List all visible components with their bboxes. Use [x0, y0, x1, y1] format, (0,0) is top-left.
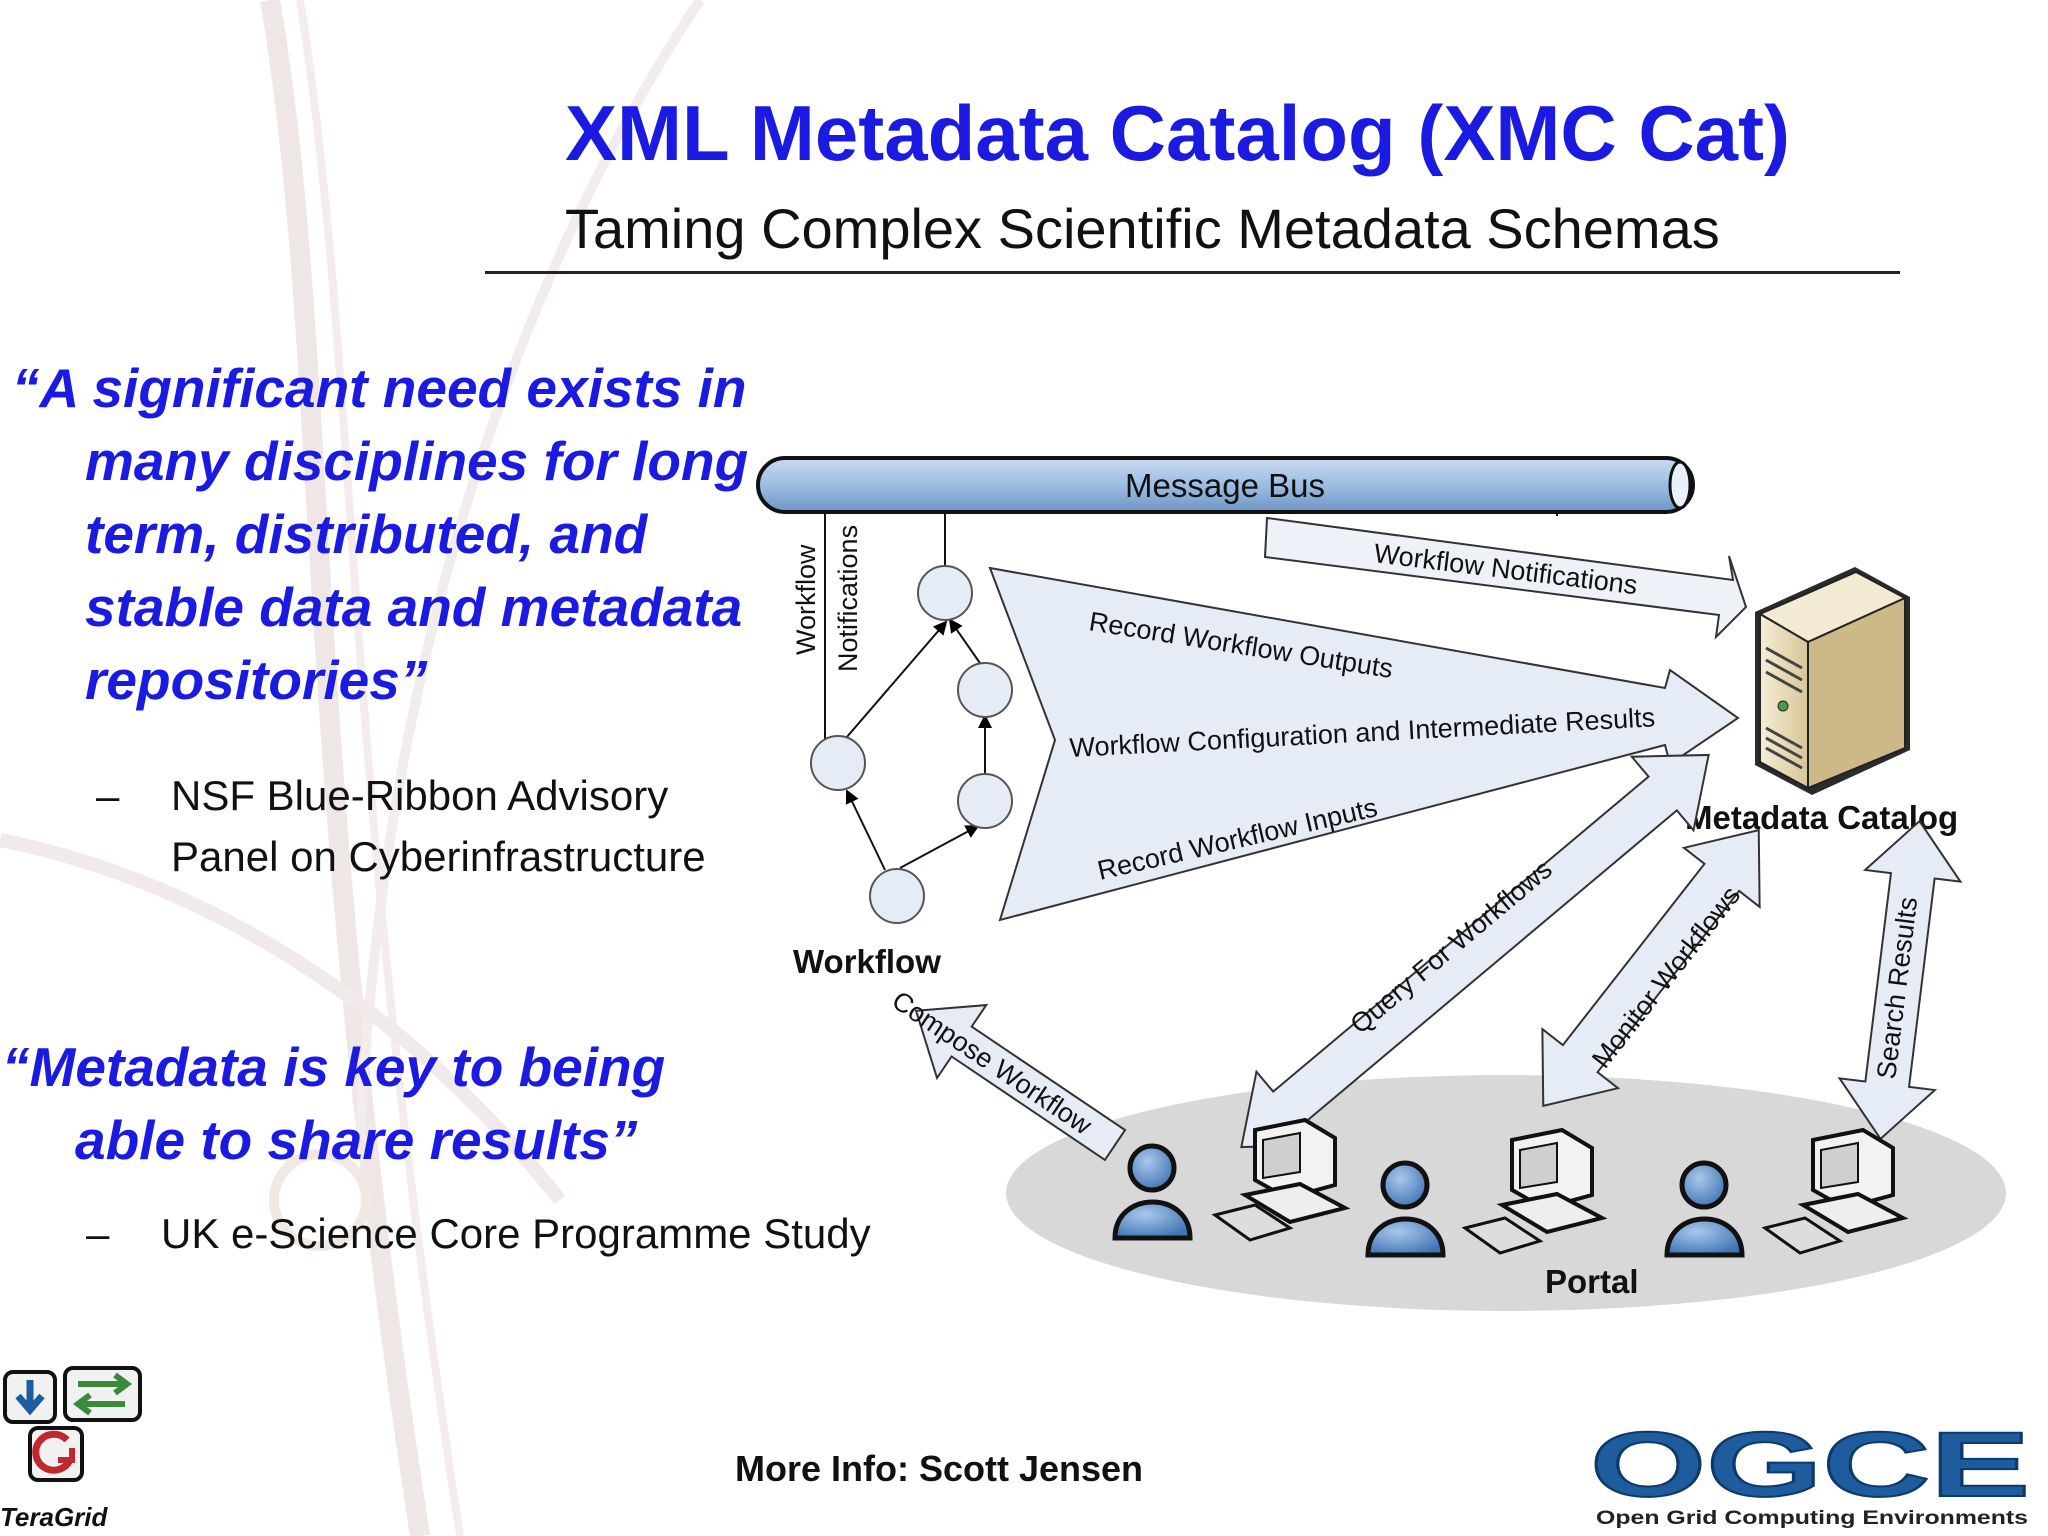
quote-nsf-source: – NSF Blue-Ribbon Advisory Panel on Cybe… [96, 765, 706, 887]
message-bus-end [1668, 460, 1692, 510]
workflow-graph [845, 618, 992, 871]
slide-title: XML Metadata Catalog (XMC Cat) [565, 89, 1790, 177]
workflow-label: Workflow [793, 943, 941, 980]
compose-workflow-arrow [914, 1003, 1127, 1162]
title-divider [485, 271, 1900, 274]
quote-line: term, distributed, and [85, 503, 648, 565]
source-dash: – [96, 772, 120, 819]
source-line: NSF Blue-Ribbon Advisory [171, 772, 669, 819]
quote-line: stable data and metadata [85, 576, 743, 638]
workflow-nodes [810, 565, 1013, 924]
quote-uk-source: – UK e-Science Core Programme Study [86, 1203, 871, 1264]
computer-icon [1761, 1127, 1909, 1255]
user-icon [1664, 1160, 1745, 1258]
workflow-vertical-label: Workflow [791, 544, 821, 655]
teragrid-logo: TeraGrid [0, 1366, 142, 1532]
user-icon [1112, 1143, 1193, 1241]
source-line: UK e-Science Core Programme Study [161, 1210, 871, 1257]
computer-icon [1211, 1117, 1351, 1242]
workflow-notifications-arrow [1263, 516, 1748, 640]
notifications-vertical-label: Notifications [833, 525, 863, 672]
source-line: Panel on Cyberinfrastructure [171, 833, 706, 880]
quote-line: able to share results” [75, 1109, 638, 1171]
search-results-arrow [1837, 819, 1963, 1141]
user-icon [1365, 1160, 1446, 1258]
quote-line: “Metadata is key to being [2, 1036, 666, 1098]
ogce-logo-text: OGCE [1590, 1420, 2030, 1516]
quote-uk: “Metadata is key to being able to share … [2, 1031, 665, 1177]
message-bus [756, 456, 1695, 514]
source-dash: – [86, 1210, 110, 1257]
monitor-workflows-label: Monitor Workflows [1586, 881, 1746, 1074]
ogce-tagline: Open Grid Computing Environments [1596, 1508, 2028, 1529]
quote-nsf: “A significant need exists in many disci… [12, 352, 748, 717]
quote-line: repositories” [85, 649, 428, 711]
portal-label: Portal [1545, 1263, 1639, 1300]
message-bus-label: Message Bus [1125, 467, 1325, 504]
query-workflows-label: Query For Workflows [1345, 854, 1558, 1040]
slide-subtitle: Taming Complex Scientific Metadata Schem… [565, 197, 1720, 260]
more-info-footer: More Info: Scott Jensen [735, 1448, 1144, 1489]
teragrid-logo-text: TeraGrid [0, 1502, 109, 1532]
computer-icon [1461, 1127, 1608, 1255]
quote-line: many disciplines for long [85, 430, 749, 492]
ogce-logo: OGCE Open Grid Computing Environments [1590, 1420, 2031, 1529]
quote-line: “A significant need exists in [12, 357, 747, 419]
server-icon [1755, 567, 1910, 795]
compose-workflow-label: Compose Workflow [887, 985, 1098, 1141]
monitor-workflows-arrow [1541, 828, 1761, 1108]
workflow-notifications-label: Workflow Notifications [1372, 538, 1639, 600]
